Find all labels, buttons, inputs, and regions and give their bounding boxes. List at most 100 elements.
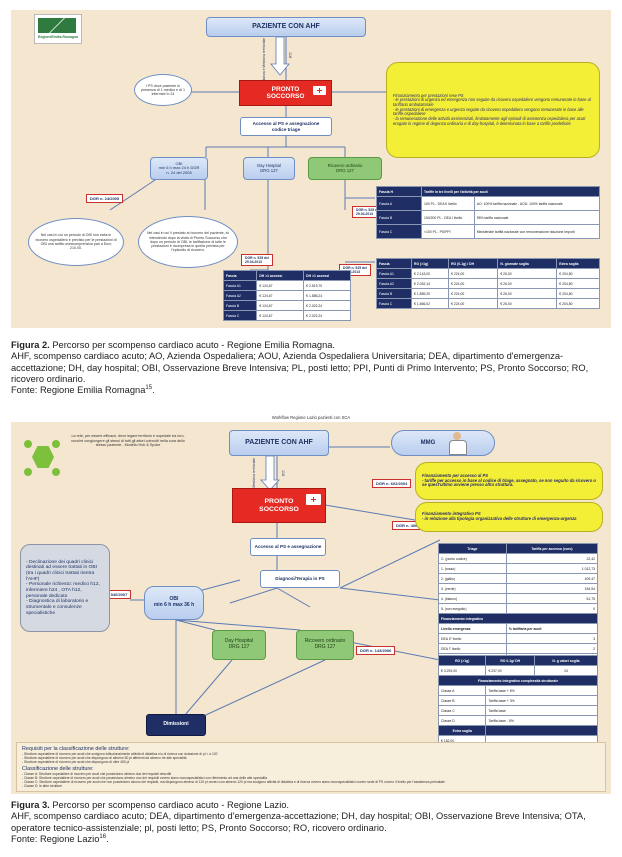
classification-line: - Classe B: Strutture ospedaliere di ric… [22, 776, 268, 780]
caption-end: . [152, 385, 155, 396]
table-cell: Tariffa base + 5% [485, 685, 598, 696]
ro-header: RO (>1g) [437, 655, 487, 666]
caption-source: Fonte: Regione Emilia Romagna [11, 385, 146, 396]
caption-title: Percorso per scompenso cardiaco acuto - … [49, 800, 290, 810]
table-cell: 2 [505, 643, 599, 654]
table-cell: Fascia C [222, 310, 258, 321]
caption-title: Percorso per scompenso cardiaco acuto - … [49, 340, 335, 350]
dh-box: Day Hospital DRG 127 [243, 157, 295, 180]
table-cell: Fascia C [376, 224, 422, 239]
table-row: 2. (giallo)409,47 [438, 573, 599, 584]
table-cell: Fascia A [376, 196, 422, 211]
table-cell: Livello emergenza [438, 623, 507, 634]
caption-body: AHF, scompenso cardiaco acuto; DEA, dipa… [11, 811, 586, 833]
table-row: Fascia A1 € 2.143,00 € 224,00 € 26,00 € … [375, 268, 600, 279]
table-cell: € 204,80 [556, 298, 600, 309]
ro-table: RO (>1g) RO 0-1g/ DH N. g valori soglia … [437, 655, 599, 746]
table-cell: AO: 100% tariffa nazionale - AOU: 100% t… [473, 196, 601, 211]
ro-box: Ricovero ordinario DRG 127 [308, 157, 382, 180]
table-row: Fascia C € 124,67 € 2.022,24 [222, 310, 351, 321]
table-row: 3. (verde)154,94 [438, 583, 599, 594]
requirement-line: - Strutture ospedaliere di ricovero per … [22, 752, 218, 756]
table-cell: C. (punto codice) [438, 553, 507, 564]
pronto-label: PRONTO [264, 497, 294, 505]
table-row: Fascia A2 € 124,67 € 1.886,24 [222, 290, 351, 301]
triage-table: Triage Tariffa per accesso (euro) C. (pu… [438, 543, 599, 664]
network-note: La rete, per essere efficace, deve legar… [71, 434, 185, 448]
caption-source: Fonte: Regione Lazio [11, 834, 100, 845]
classification-line: - Classe D: le altre strutture [22, 784, 63, 788]
dh-box-lazio: Day Hospital DRG 127 [212, 630, 266, 660]
table-row: C. (punto codice)22,42 [438, 553, 599, 564]
obi-ricovero-ellipse: Nei casi in cui il prestato al ricovero … [138, 216, 238, 268]
table-cell: 5. (non eseguito) [438, 603, 507, 614]
table-row: 1. (rosso)1.012,73 [438, 563, 599, 574]
triage-header: Tariffa per accesso (euro) [505, 543, 599, 554]
ppi-note: I PS dove paziente in presenza di 1 medi… [134, 74, 192, 106]
table-cell: 100 PL - DEA II livello [421, 196, 475, 211]
table-row: 4. (bianco)61,75 [438, 593, 599, 604]
table-cell: DEA I° livello [438, 643, 507, 654]
caption-end: . [106, 834, 109, 845]
requirements-box: Requisiti per la classificazione delle s… [16, 742, 606, 792]
obi-tariff-ellipse: Nei casi in cui un periodo di OBI non es… [28, 218, 124, 266]
pronto-soccorso-box-lazio: PRONTO SOCCORSO [232, 488, 326, 523]
table-cell: € 3.293,00 [437, 665, 487, 676]
ro-sub-header: Finanziamento integrativo complessità st… [438, 675, 598, 686]
diagnosi-box: Diagnosi/Terapia in PS [260, 570, 340, 588]
label-118-lazio: 118 [281, 470, 285, 477]
logo-text: RegioneEmilia-Romagna [38, 35, 78, 39]
caption-ref: 15 [145, 385, 153, 392]
table-cell: 24 [533, 665, 599, 676]
ambulance-icon [313, 86, 326, 95]
table-cell: Classe D [437, 715, 487, 726]
patient-box: PAZIENTE CON AHF [206, 17, 366, 37]
network-icon [22, 438, 62, 478]
mmg-label: MMG [420, 439, 436, 446]
obi-requirements-text: - Declinazione dei quadri clinici destin… [26, 559, 100, 616]
table-cell: Ministeriale tariffa nazionale con remun… [473, 224, 601, 239]
dgr-525-mid-tag: DGR n. 525 del 29.04.2013 [241, 254, 273, 266]
fin-access-note: Finanziamento per accesso al PS - tariff… [415, 462, 603, 500]
table-cell: Classe C [437, 705, 487, 716]
table-cell [485, 725, 598, 736]
ro-header: N. g valori soglia [533, 655, 599, 666]
figure-3-heading: Workflow Regione Lazio pazienti con SCA [271, 415, 351, 420]
table-row: Fascia C € 1.866,02 € 224,00 € 26,00 € 2… [375, 298, 600, 309]
table-cell: Tariffa base + 3% [485, 695, 598, 706]
table-cell: 3 [505, 633, 599, 644]
label-118: 118 [288, 52, 292, 59]
dgr-24-tag: DGR n. 24/2005 [86, 194, 124, 203]
table-cell: Classe A [437, 685, 487, 696]
table-row: 5. (non eseguito)0 [438, 603, 599, 614]
table-cell: € 224,00 [448, 298, 499, 309]
pronto-label: PRONTO [271, 85, 300, 93]
soccorso-label: SOCCORSO [259, 505, 299, 513]
table-row: Fascia A 100 PL - DEA II livello AO: 100… [376, 196, 601, 211]
caption-label: Figura 3. [11, 800, 50, 810]
table-row: Livello emergenza% tariffaria per acuti [438, 623, 599, 634]
table-cell: % tariffaria per acuti [505, 623, 599, 634]
mmg-box: MMG [391, 430, 495, 456]
table-cell: 95% tariffa nazionale [473, 210, 601, 225]
table-cell: € 26,00 [497, 298, 558, 309]
table-cell: <100 PL - PS/PPI [421, 224, 475, 239]
table-cell: DEA II° livello [438, 633, 507, 644]
accesso-line1: Accesso al PS e assegnazione [252, 121, 320, 127]
table-cell: 61,75 [505, 593, 599, 604]
ro-box-lazio: Ricovero ordinario DRG 127 [296, 630, 354, 660]
table-cell: 0 [505, 603, 599, 614]
accesso-line2: codice triage [271, 126, 301, 132]
patient-box-lazio: PAZIENTE CON AHF [229, 430, 329, 456]
table-cell: 2. (giallo) [438, 573, 507, 584]
table-cell: Classe B [437, 695, 487, 706]
accesso-box: Accesso al PS e assegnazione codice tria… [240, 117, 332, 136]
table-cell: 22,42 [505, 553, 599, 564]
dh-table: Fascia DH >1 accessi DH >1 accessi Fasci… [222, 270, 351, 321]
